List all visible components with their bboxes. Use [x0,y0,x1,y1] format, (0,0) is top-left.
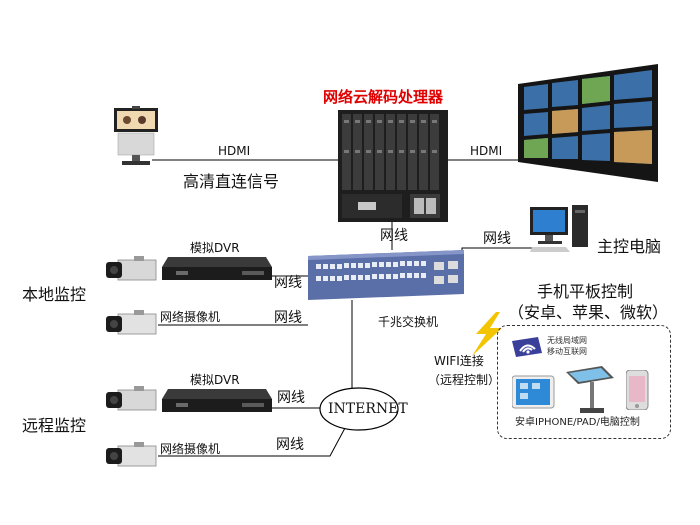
wifi-label-2: （远程控制） [428,373,501,387]
analog-dvr-1-label: 模拟DVR [190,241,240,255]
hd-signal-label: 高清直连信号 [183,172,280,191]
cctv-camera-icon [106,442,157,467]
remote-monitor-label: 远程监控 [22,416,87,435]
mobile-devices-box [497,325,671,439]
video-wall-icon [518,64,658,182]
internet-cloud-icon [319,387,399,431]
dvr-box-icon [162,389,272,412]
decoder-rack-icon [338,110,448,222]
video-conference-terminal-icon [114,106,158,165]
switch-pc-line [461,247,540,254]
cctv-camera-icon [106,386,157,411]
hdmi-left-label: HDMI [218,144,251,158]
analog-dvr-2-label: 模拟DVR [190,373,240,387]
network-switch-icon [308,250,464,300]
decoder-title: 网络云解码处理器 [323,88,444,106]
net-dvr-1-label: 网线 [274,275,302,291]
internet-label: INTERNET [328,401,408,417]
cctv-camera-icon [106,310,157,335]
tablet-icon [512,375,555,409]
wireless-bolt-icon [472,312,502,356]
devices-caption: 安卓IPHONE/PAD/电脑控制 [515,417,640,428]
dvr-box-icon [162,257,272,280]
wifi-label-1: WIFI连接 [434,354,484,368]
wireless-network-badge-icon [512,337,542,357]
netcam2-internet-line [158,427,346,457]
gigabit-switch-label: 千兆交换机 [378,315,439,329]
wlan-label-2: 移动互联网 [547,347,587,356]
net-dvr-2-label: 网线 [277,390,305,406]
pc-label: 主控电脑 [597,237,662,256]
mobile-title-1: 手机平板控制 [537,282,634,301]
net-cam-1-label: 网络摄像机 [160,310,221,324]
net-pc-label: 网线 [483,231,511,247]
wlan-label-1: 无线局域网 [547,336,587,345]
desktop-computer-icon [530,205,588,252]
net-cam-2-wire-label: 网线 [276,437,304,453]
cctv-camera-icon [106,256,157,281]
net-cam-1-wire-label: 网线 [274,310,302,326]
hdmi-right-label: HDMI [470,144,503,158]
local-monitor-label: 本地监控 [22,285,87,304]
touch-kiosk-icon [566,366,614,413]
mobile-title-2: （安卓、苹果、微软） [508,303,669,322]
net-cam-2-label: 网络摄像机 [160,442,221,456]
net-processor-label: 网线 [380,228,408,244]
smartphone-icon [626,370,649,410]
